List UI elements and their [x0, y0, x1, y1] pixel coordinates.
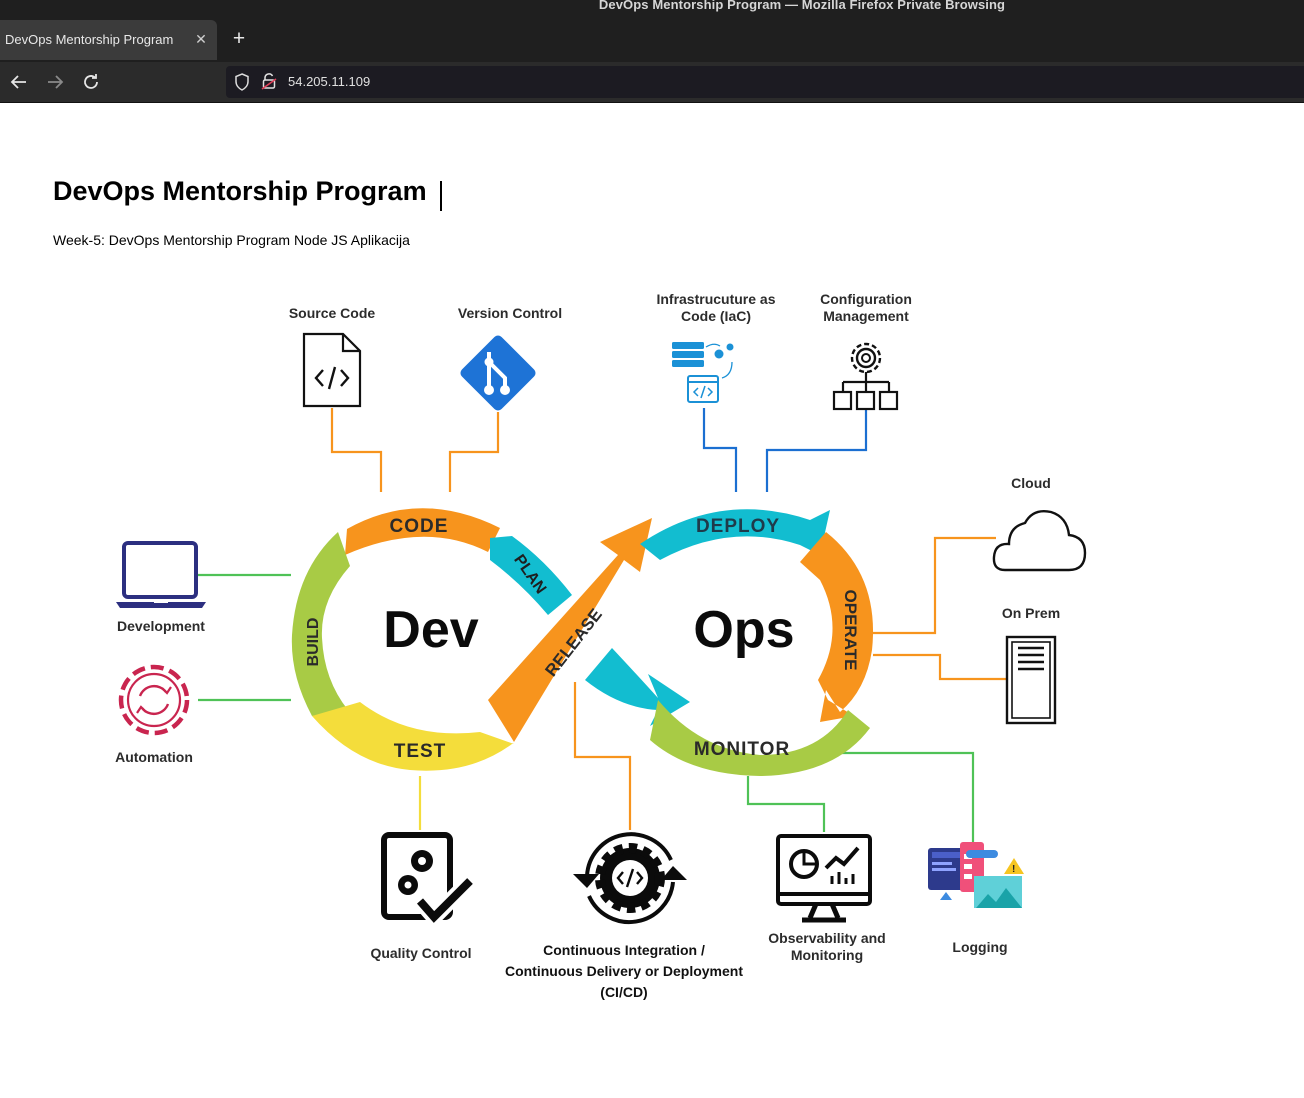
label-observability: Observability and Monitoring: [752, 930, 902, 964]
monitoring-dashboard-icon: [776, 834, 872, 923]
connector-source-code: [330, 408, 383, 492]
stage-deploy-label: DEPLOY: [696, 516, 780, 537]
infinity-loop: CODE PLAN BUILD TEST RELEASE DEPLOY OPER…: [291, 508, 874, 776]
stage-operate-label: OPERATE: [841, 590, 860, 671]
label-version-control: Version Control: [457, 305, 563, 321]
label-config-line2: Management: [823, 308, 909, 324]
label-automation: Automation: [115, 749, 193, 765]
stage-release-arrow: [488, 518, 652, 742]
label-cicd-line1: Continuous Integration /: [543, 942, 705, 958]
label-cicd-line2: Continuous Delivery or Deployment: [504, 963, 744, 979]
laptop-icon: [116, 541, 206, 608]
plus-icon[interactable]: +: [232, 27, 246, 50]
cloud-icon: [992, 509, 1087, 572]
label-config-line1: Configuration: [820, 291, 912, 307]
server-icon: [1005, 635, 1057, 725]
page-subtitle: Week-5: DevOps Mentorship Program Node J…: [53, 232, 410, 248]
stage-build-label: BUILD: [305, 618, 322, 667]
stage-code-arrow: [345, 508, 500, 555]
url-bar[interactable]: 54.205.11.109: [226, 66, 1304, 98]
connector-onprem: [873, 653, 1006, 681]
label-development: Development: [117, 618, 205, 634]
navigation-toolbar: 54.205.11.109: [0, 62, 1304, 103]
stage-code-label: CODE: [390, 516, 449, 537]
connector-version-control: [448, 412, 500, 492]
unlocked-padlock-icon[interactable]: [261, 72, 277, 95]
label-cicd: Continuous Integration / Continuous Deli…: [494, 940, 754, 1003]
label-observability-line2: Monitoring: [790, 947, 864, 963]
dev-word: Dev: [383, 601, 478, 659]
cicd-gear-icon: [573, 832, 687, 925]
stage-build-arrow: [291, 532, 350, 716]
connector-config: [765, 410, 868, 492]
tab-title: DevOps Mentorship Program: [5, 32, 174, 47]
label-cicd-line3: (CI/CD): [600, 984, 648, 1000]
connector-iac: [702, 408, 738, 492]
stage-test-arrow: [312, 702, 514, 771]
url-text[interactable]: 54.205.11.109: [288, 74, 371, 89]
label-iac: Infrastrucuture as Code (IaC): [636, 291, 796, 325]
browser-titlebar: DevOps Mentorship Program — Mozilla Fire…: [0, 0, 1304, 62]
connector-observability: [746, 776, 826, 832]
stage-monitor-arrow: [650, 700, 870, 776]
iac-icon: [672, 342, 734, 403]
label-source-code: Source Code: [288, 305, 376, 321]
svg-text:!: !: [1012, 864, 1015, 875]
ops-word: Ops: [693, 601, 794, 659]
arrow-left-icon[interactable]: [7, 70, 31, 94]
label-iac-line2: Code (IaC): [681, 308, 751, 324]
devops-diagram: CODE PLAN BUILD TEST RELEASE DEPLOY OPER…: [0, 270, 1304, 1030]
label-logging: Logging: [952, 939, 1008, 955]
gear-hierarchy-icon: [832, 342, 899, 411]
connector-logging: [812, 751, 975, 848]
git-icon: [460, 335, 536, 411]
quality-control-icon: [381, 832, 476, 929]
close-icon[interactable]: ✕: [195, 31, 207, 47]
connector-cloud: [873, 536, 996, 635]
logging-icon: !: [928, 842, 1024, 908]
tab-active[interactable]: DevOps Mentorship Program ✕: [0, 20, 217, 60]
shield-icon[interactable]: [234, 73, 250, 96]
stage-deploy-arrow: [640, 509, 830, 560]
stage-ops-return-arrow: [585, 648, 690, 726]
connector-cicd: [573, 682, 632, 830]
stage-monitor-label: MONITOR: [694, 739, 790, 760]
automation-icon: [118, 664, 190, 736]
label-on-prem: On Prem: [1001, 605, 1061, 621]
stage-plan-arrow: [490, 536, 572, 615]
text-caret: [440, 181, 442, 211]
label-observability-line1: Observability and: [768, 930, 886, 946]
source-code-icon: [302, 332, 362, 408]
reload-icon[interactable]: [79, 70, 103, 94]
label-cloud: Cloud: [1011, 475, 1051, 491]
window-title: DevOps Mentorship Program — Mozilla Fire…: [598, 0, 1006, 12]
arrow-right-icon[interactable]: [43, 70, 67, 94]
label-config-management: Configuration Management: [796, 291, 936, 325]
stage-test-label: TEST: [394, 741, 447, 762]
label-quality-control: Quality Control: [370, 945, 472, 961]
stage-operate-arrow: [800, 532, 874, 722]
page-title: DevOps Mentorship Program: [53, 176, 427, 206]
label-iac-line1: Infrastrucuture as: [656, 291, 776, 307]
